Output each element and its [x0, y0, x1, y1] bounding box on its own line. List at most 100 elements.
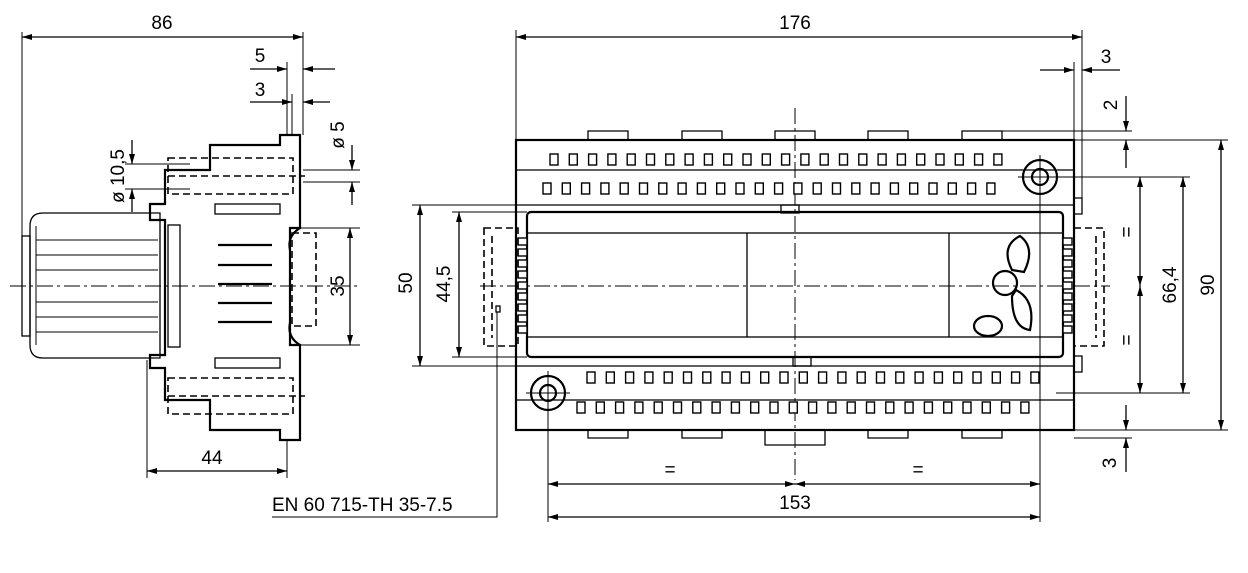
side-view-slots — [167, 203, 281, 369]
terminal-slot — [928, 182, 938, 195]
terminal-slot — [916, 153, 926, 166]
dim-label-front-3-right: 3 — [1101, 47, 1112, 68]
terminal-slot — [587, 153, 598, 166]
terminal-slot — [1030, 371, 1040, 384]
standard-callout: EN 60 715-TH 35-7.5 — [272, 312, 498, 518]
side-pin — [517, 259, 528, 268]
terminal-slot — [638, 182, 649, 195]
terminal-slot — [677, 182, 687, 195]
side-view-housing — [148, 133, 302, 442]
terminal-slot — [1020, 401, 1030, 414]
terminal-slot — [634, 401, 644, 414]
terminal-slot — [568, 153, 578, 166]
terminal-slot — [730, 401, 741, 414]
dim-label-66-4: 66,4 — [1160, 266, 1181, 303]
dim-label-90: 90 — [1198, 274, 1219, 295]
terminal-slot — [947, 182, 957, 195]
terminal-slot — [614, 401, 625, 414]
terminal-slot — [807, 401, 818, 414]
terminal-slot — [760, 371, 770, 384]
terminal-slot — [721, 371, 731, 384]
side-pin — [1062, 237, 1073, 246]
terminal-slot — [711, 401, 721, 414]
front-view-terminal-rows — [542, 153, 1040, 414]
terminal-slot — [954, 153, 964, 166]
dim-side-5: 5 — [250, 46, 335, 135]
terminal-slot — [870, 182, 880, 195]
terminal-slot — [788, 401, 798, 414]
terminal-slot — [973, 153, 984, 166]
front-view-top-tabs — [587, 130, 1003, 140]
terminal-slot — [580, 182, 591, 195]
terminal-slot — [607, 153, 617, 166]
side-pin — [517, 281, 528, 290]
terminal-slot — [754, 182, 764, 195]
terminal-slot — [779, 371, 789, 384]
dim-front-3-bottom: 3 — [1074, 405, 1132, 472]
terminal-slot — [877, 153, 887, 166]
side-pin — [517, 292, 528, 301]
side-view-hidden-lines — [167, 157, 317, 415]
dim-label-35: 35 — [328, 275, 349, 296]
terminal-slot — [943, 401, 953, 414]
terminal-slot — [817, 371, 828, 384]
front-view-mount-hole-top — [1018, 155, 1062, 199]
side-pin — [1062, 325, 1073, 334]
dim-label-front-2: 2 — [1101, 100, 1122, 111]
terminal-slot — [914, 371, 924, 384]
terminal-slot — [993, 153, 1003, 166]
terminal-slot — [846, 401, 856, 414]
terminal-slot — [653, 401, 663, 414]
dim-side-hole-large: ø 10,5 — [108, 140, 190, 212]
side-pin — [1062, 281, 1073, 290]
dim-label-front-3-bottom: 3 — [1100, 458, 1121, 469]
terminal-slot — [542, 182, 552, 195]
side-pin — [517, 248, 528, 257]
terminal-slot — [576, 401, 586, 414]
side-pin — [1062, 303, 1073, 312]
terminal-slot — [798, 371, 808, 384]
dim-label-153: 153 — [779, 493, 811, 514]
terminal-slot — [595, 401, 605, 414]
side-pin — [517, 303, 528, 312]
terminal-slot — [761, 153, 771, 166]
terminal-slot — [953, 371, 963, 384]
terminal-slot — [858, 153, 868, 166]
dim-label-44-5: 44,5 — [434, 266, 455, 303]
terminal-slot — [658, 182, 668, 195]
side-pin — [517, 270, 528, 279]
dim-side-44: 44 — [146, 360, 288, 478]
side-pin — [1062, 314, 1073, 323]
terminal-slot — [793, 182, 803, 195]
dim-label-hole-small: ø 5 — [328, 121, 349, 148]
terminal-slot — [909, 182, 919, 195]
side-pin — [1062, 292, 1073, 301]
terminal-slot — [716, 182, 726, 195]
terminal-slot — [812, 182, 822, 195]
terminal-slot — [1010, 371, 1021, 384]
terminal-slot — [962, 401, 972, 414]
side-pin — [1062, 248, 1073, 257]
side-pin — [1062, 259, 1073, 268]
terminal-slot — [800, 153, 810, 166]
terminal-slot — [723, 153, 733, 166]
dim-label-equal-top: = — [1117, 226, 1138, 237]
terminal-slot — [644, 371, 654, 384]
dim-label-hole-large: ø 10,5 — [108, 149, 129, 203]
terminal-slot — [735, 182, 745, 195]
dim-front-153: 153 — [548, 493, 1040, 520]
terminal-slot — [831, 182, 842, 195]
side-view: 86 5 3 ø 5 ø 10,5 — [10, 13, 360, 478]
side-pin — [517, 325, 528, 334]
side-pin — [1062, 270, 1073, 279]
terminal-slot — [682, 371, 693, 384]
terminal-slot — [663, 371, 673, 384]
standard-label: EN 60 715-TH 35-7.5 — [272, 495, 453, 516]
terminal-slot — [972, 371, 982, 384]
dim-label-50: 50 — [396, 272, 417, 293]
terminal-slot — [626, 153, 636, 166]
side-pin — [517, 314, 528, 323]
dim-front-2: 2 — [1000, 96, 1132, 168]
front-view: 176 3 2 50 44,5 — [396, 13, 1228, 522]
